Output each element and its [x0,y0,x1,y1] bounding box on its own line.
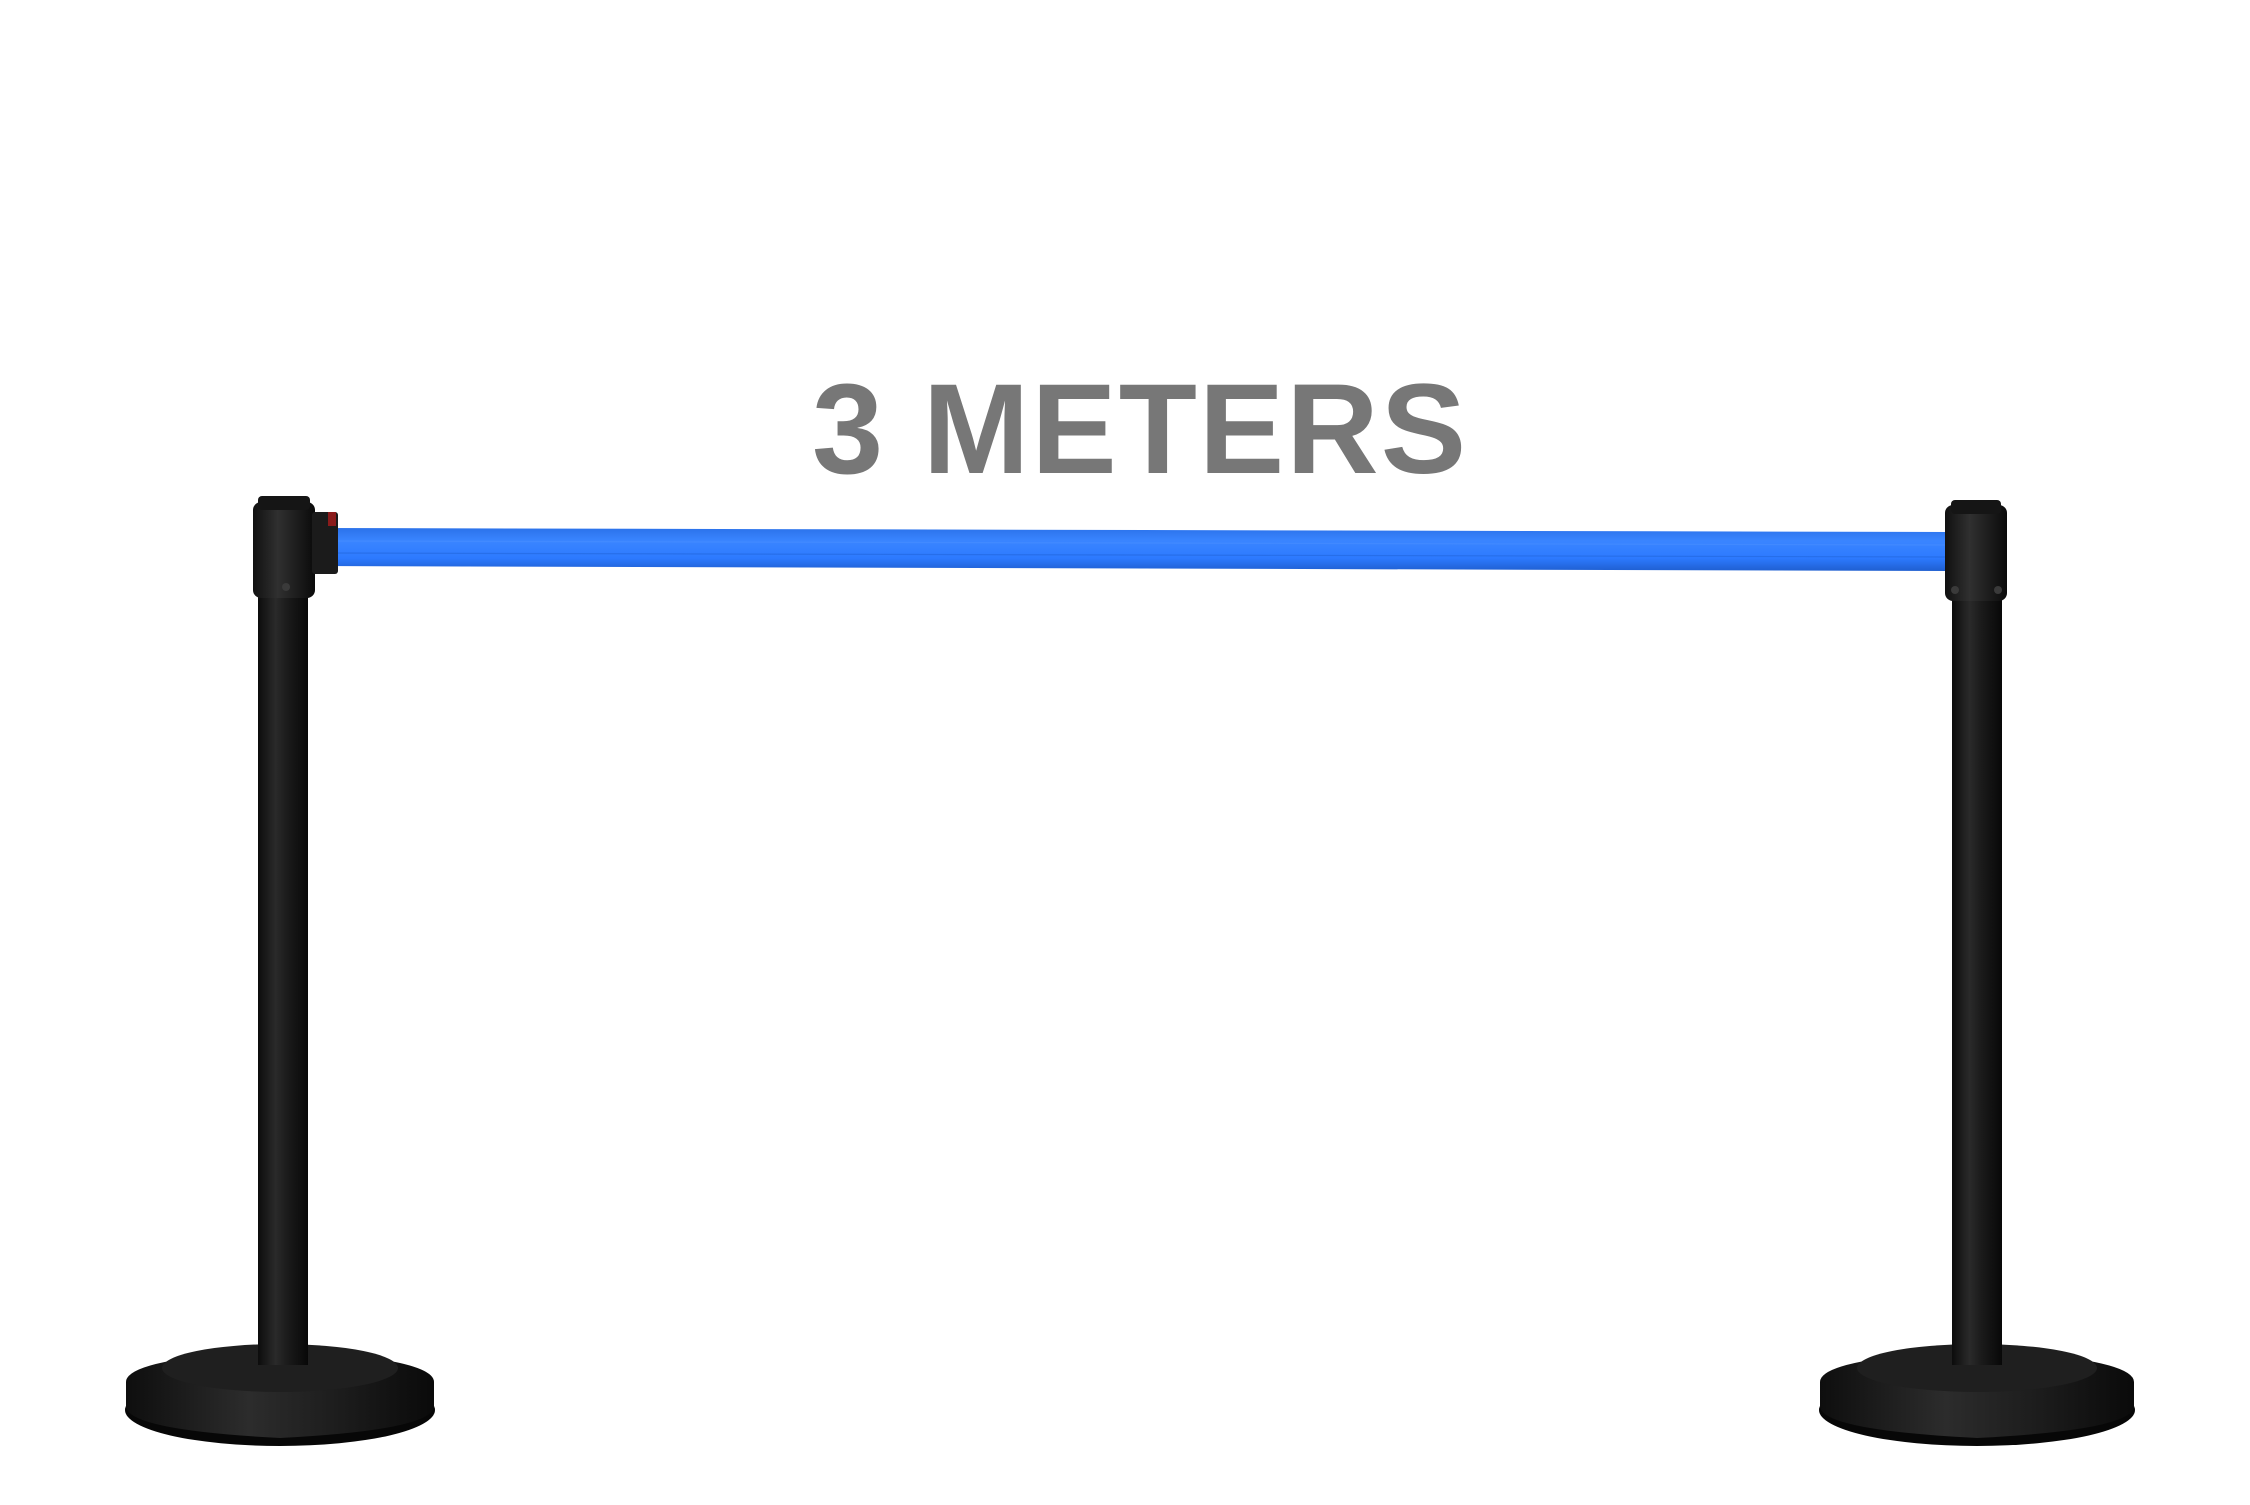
right-stanchion [1819,500,2135,1446]
length-label: 3 METERS [811,358,1469,501]
left-stanchion [125,496,435,1446]
retractable-belt [317,528,1949,571]
